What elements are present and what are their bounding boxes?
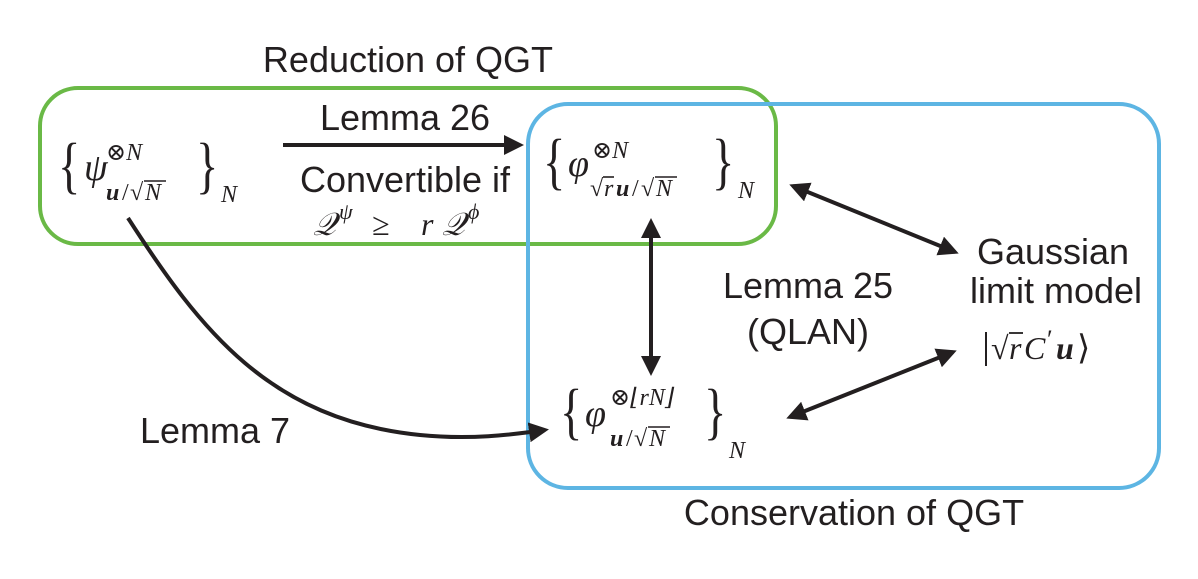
lemma26-label: Lemma 26 <box>320 97 490 138</box>
convertible-condition: 𝒬 ψ ≥ r 𝒬 ϕ <box>313 199 479 242</box>
seq-subscript-n: N <box>220 182 239 208</box>
phi-sub-sqrt-r-radical: √ <box>590 176 604 202</box>
left-brace: { <box>560 377 582 446</box>
ket-right-angle: ⟩ <box>1077 330 1090 367</box>
node-psi-sequence: { ψ ⊗N u / √ N } N <box>58 131 239 208</box>
phi-sub-u: u <box>610 426 623 452</box>
phi-symbol: φ <box>585 393 606 435</box>
ket-r: r <box>1009 330 1022 366</box>
phi-tensor-power-floor: ⊗⌊rN⌋ <box>610 385 675 411</box>
psi-sub-sqrt-n: N <box>144 180 163 206</box>
gaussian-label-line1: Gaussian <box>977 231 1129 272</box>
cond-q-right: 𝒬 <box>442 206 470 242</box>
cond-r: r <box>421 206 434 242</box>
arrow-lemma7-curve <box>126 216 549 443</box>
phi-symbol: φ <box>568 143 589 185</box>
left-brace: { <box>58 131 80 200</box>
ket-c: C <box>1024 330 1046 366</box>
arrow-top-to-gaussian <box>789 182 959 256</box>
node-gaussian-limit-model: Gaussian limit model √ r C ′ u ⟩ <box>970 231 1142 367</box>
qlan-label: (QLAN) <box>747 311 869 352</box>
psi-symbol: ψ <box>84 147 109 189</box>
ket-sqrt-radical: √ <box>991 330 1009 366</box>
cond-geq: ≥ <box>372 206 390 242</box>
psi-sub-sqrt: √ <box>130 180 144 206</box>
psi-tensor-power: ⊗N <box>106 140 144 166</box>
left-brace: { <box>543 127 565 196</box>
arrow-bottom-to-gaussian <box>786 348 957 421</box>
seq-subscript-n: N <box>728 438 747 464</box>
cond-psi-sup: ψ <box>339 199 353 224</box>
phi-sub-n: N <box>655 176 674 202</box>
convertible-label: Convertible if <box>300 159 511 200</box>
lemma25-label: Lemma 25 <box>723 265 893 306</box>
ket-prime: ′ <box>1047 325 1053 354</box>
psi-sub-slash: / <box>122 180 129 206</box>
phi-sub-slash: / <box>626 426 633 452</box>
phi-sub-r: r <box>604 176 614 202</box>
phi-sub-n: N <box>648 426 667 452</box>
phi-sub-u: u <box>616 176 629 202</box>
conservation-region-box <box>526 102 1161 490</box>
right-brace: } <box>196 131 218 200</box>
phi-sub-sqrt-n-radical: √ <box>641 176 655 202</box>
node-phi-sequence-bottom: { φ ⊗⌊rN⌋ u / √ N } N <box>560 377 747 464</box>
cond-phi-sup: ϕ <box>468 199 479 224</box>
lemma7-label: Lemma 7 <box>140 410 290 451</box>
reduction-region-box <box>38 86 778 246</box>
gaussian-label-line2: limit model <box>970 270 1142 311</box>
psi-sub-u: u <box>106 180 119 206</box>
phi-sub-sqrt: √ <box>634 426 648 452</box>
node-phi-sequence-top: { φ ⊗N √ r u / √ N } N <box>543 127 756 204</box>
cond-q-left: 𝒬 <box>313 206 341 242</box>
reduction-region-title: Reduction of QGT <box>263 39 553 80</box>
right-brace: } <box>704 377 726 446</box>
right-brace: } <box>712 127 734 196</box>
ket-u: u <box>1056 330 1074 366</box>
phi-tensor-power: ⊗N <box>592 138 630 164</box>
seq-subscript-n: N <box>737 178 756 204</box>
conservation-region-title: Conservation of QGT <box>684 492 1024 533</box>
phi-sub-slash: / <box>632 176 639 202</box>
